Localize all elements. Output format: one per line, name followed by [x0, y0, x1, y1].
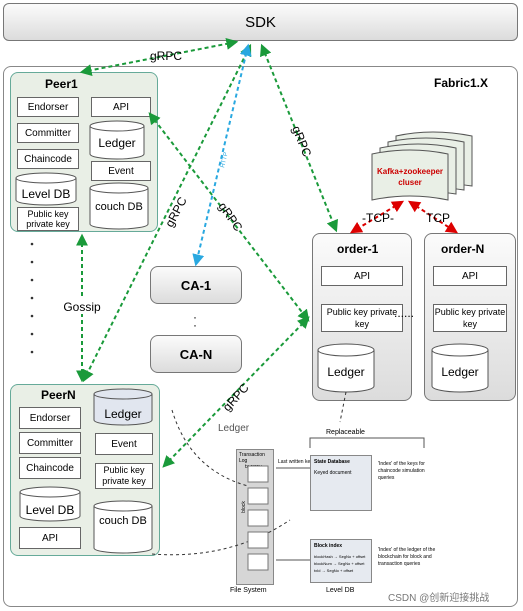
watermark: CSDN @创新迎接挑战 [388, 593, 490, 604]
ledger-leader-top [171, 409, 249, 487]
order-n-title: order-N [441, 242, 485, 256]
grpc-label-4: gRPC [216, 200, 246, 235]
peern-couchdb-label: couch DB [99, 515, 147, 527]
state-db-box: State Database Keyed document [310, 455, 372, 511]
ledger-detail-arrows [276, 437, 425, 561]
peer1-chaincode: Chaincode [17, 149, 79, 169]
level-db-label: Level DB [326, 587, 355, 594]
order-1-key: Public key private key [321, 304, 403, 332]
peer1-ledger-label: Ledger [98, 136, 135, 150]
peern-endorser: Endorser [19, 407, 81, 429]
order-1-api: API [321, 266, 403, 286]
block-index-row: blockHash → SegNo + offset [314, 554, 366, 559]
gossip-label: Gossip [63, 300, 101, 314]
tcp-kafka-ordern [407, 200, 459, 234]
peern-leveldb-label: Level DB [26, 503, 75, 517]
grpc-label-2: gRPC [289, 124, 314, 159]
peer1-leveldb-label: Level DB [22, 187, 71, 201]
order-dots: ...... [394, 306, 415, 320]
order-n-key: Public key private key [433, 304, 507, 332]
peer1-title: Peer1 [45, 77, 78, 91]
block-index-row: blockNum → SegNo + offset [314, 561, 365, 566]
kafka-layer-1 [371, 149, 449, 201]
tcp-kafka-order1 [349, 200, 405, 234]
tx-log-blocks [247, 465, 269, 571]
peern-box: PeerN Endorser Committer Event Chaincode… [10, 384, 160, 556]
grpc-peer1-order1 [148, 112, 310, 322]
peern-couchdb-cylinder: couch DB [93, 500, 153, 554]
peer1-couchdb-cylinder: couch DB [89, 182, 149, 230]
peern-api: API [19, 527, 81, 549]
ledger-leader-order [339, 391, 347, 423]
peer1-ledger-cylinder: Ledger [89, 120, 145, 160]
order-1-ledger-cylinder: Ledger [317, 343, 375, 393]
file-system-label: File System [230, 587, 267, 594]
kafka-label: Kafka+zookeeper cluser [376, 167, 444, 187]
peern-key: Public key private key [95, 463, 153, 489]
block-index-box: Block index blockHash → SegNo + offset b… [310, 539, 372, 583]
ledger-leader-bottom [151, 519, 291, 556]
peern-title: PeerN [41, 388, 76, 402]
grpc-label-1: gRPC [150, 49, 182, 63]
sdk-label: SDK [245, 13, 276, 31]
order-n-ledger-label: Ledger [441, 365, 478, 379]
peer1-leveldb-cylinder: Level DB [15, 172, 77, 206]
peer1-endorser: Endorser [17, 97, 79, 117]
grpc-label-3: gRPC [162, 194, 190, 229]
tcp-label-1: -TCP- [362, 211, 394, 225]
block-index-row: txId → SegNo + offset [314, 568, 354, 573]
http-label: HTTP [220, 152, 230, 169]
peern-leveldb-cylinder: Level DB [19, 486, 81, 522]
sdk-box: SDK [3, 3, 518, 41]
replaceable-label: Replaceable [326, 429, 365, 436]
peern-ledger-label: Ledger [104, 407, 141, 421]
block-index-label: Block index [314, 543, 343, 549]
grpc-sdk-peern [82, 43, 252, 383]
index-ledger-label: 'Index' of the ledger of the blockchain … [378, 547, 436, 567]
index-keys-label: 'Index' of the keys for chaincode simula… [378, 461, 425, 481]
peern-ledger-cylinder: Ledger [93, 388, 153, 426]
fabric-label: Fabric1.X [434, 76, 489, 90]
peern-event: Event [95, 433, 153, 455]
peer1-committer: Committer [17, 123, 79, 143]
peer1-key: Public key private key [17, 207, 79, 231]
peern-chaincode: Chaincode [19, 457, 81, 479]
order-n-ledger-cylinder: Ledger [431, 343, 489, 393]
tcp-label-2: TCP [426, 211, 450, 225]
keyed-doc-label: Keyed document [314, 470, 352, 476]
order-1-title: order-1 [337, 242, 379, 256]
peer-ellipsis-dots [30, 242, 34, 354]
kafka-stack [371, 131, 473, 201]
state-db-label: State Database [314, 459, 350, 465]
order-1-ledger-label: Ledger [327, 365, 364, 379]
order-n-api: API [433, 266, 507, 286]
grpc-label-5: gRPC [220, 381, 252, 414]
peer1-couchdb-label: couch DB [95, 201, 143, 213]
peern-committer: Committer [19, 432, 81, 454]
